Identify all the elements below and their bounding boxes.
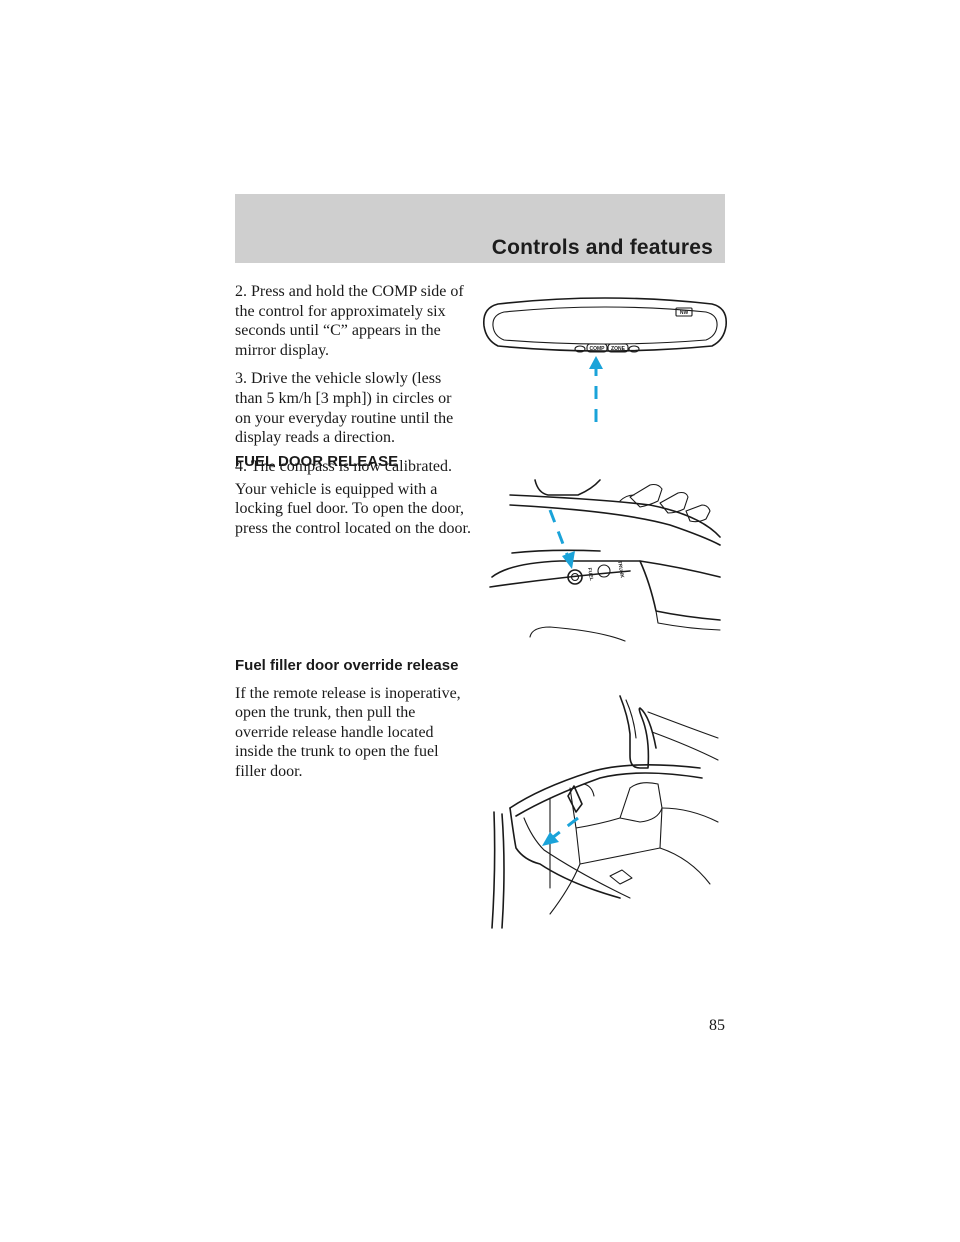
mirror-comp-button <box>586 343 608 353</box>
door-label-fuel: FUEL <box>586 567 594 581</box>
mirror-zone-button <box>607 343 629 353</box>
mirror-left-sensor <box>574 345 586 353</box>
override-body: If the remote release is inoperative, op… <box>235 684 461 780</box>
fuel-release-button <box>567 569 583 585</box>
window-switch-3 <box>685 504 711 523</box>
section-header-band: Controls and features <box>235 194 725 263</box>
window-switch-1 <box>629 483 663 508</box>
mirror-display-box <box>675 307 693 317</box>
override-release-section: Fuel filler door override release If the… <box>235 656 471 791</box>
trunk-latch <box>609 869 633 885</box>
override-pointer-arrow <box>551 816 579 840</box>
page-number: 85 <box>709 1017 725 1034</box>
fuel-door-body: Your vehicle is equipped with a locking … <box>235 480 471 537</box>
step-4-text: 4. The compass is now calibrated. <box>235 457 452 475</box>
fuel-door-release-section: FUEL DOOR RELEASE Your vehicle is equipp… <box>235 452 471 547</box>
svg-text:COMP: COMP <box>590 346 606 352</box>
section-title: Controls and features <box>491 236 713 259</box>
fuel-button-pointer-arrow <box>548 509 570 558</box>
step-3-text: 3. Drive the vehicle slowly (less than 5… <box>235 370 454 447</box>
window-switch-2 <box>659 491 689 514</box>
door-panel-illustration: FUEL TRUNK <box>489 479 721 642</box>
override-heading: Fuel filler door override release <box>235 657 459 674</box>
mirror-illustration: NW COMP ZONE <box>482 297 728 422</box>
fuel-door-heading: FUEL DOOR RELEASE <box>235 453 399 470</box>
step-2-text: 2. Press and hold the COMP side of the c… <box>235 283 464 359</box>
svg-text:ZONE: ZONE <box>611 346 626 352</box>
trunk-release-button <box>597 564 611 578</box>
door-label-trunk: TRUNK <box>616 560 625 579</box>
mirror-right-sensor <box>628 345 640 353</box>
trunk-illustration <box>491 695 719 929</box>
compass-calibration-steps: 2. Press and hold the COMP side of the c… <box>235 282 471 485</box>
override-release-handle <box>567 785 583 813</box>
mirror-display-text: NW <box>680 310 689 316</box>
